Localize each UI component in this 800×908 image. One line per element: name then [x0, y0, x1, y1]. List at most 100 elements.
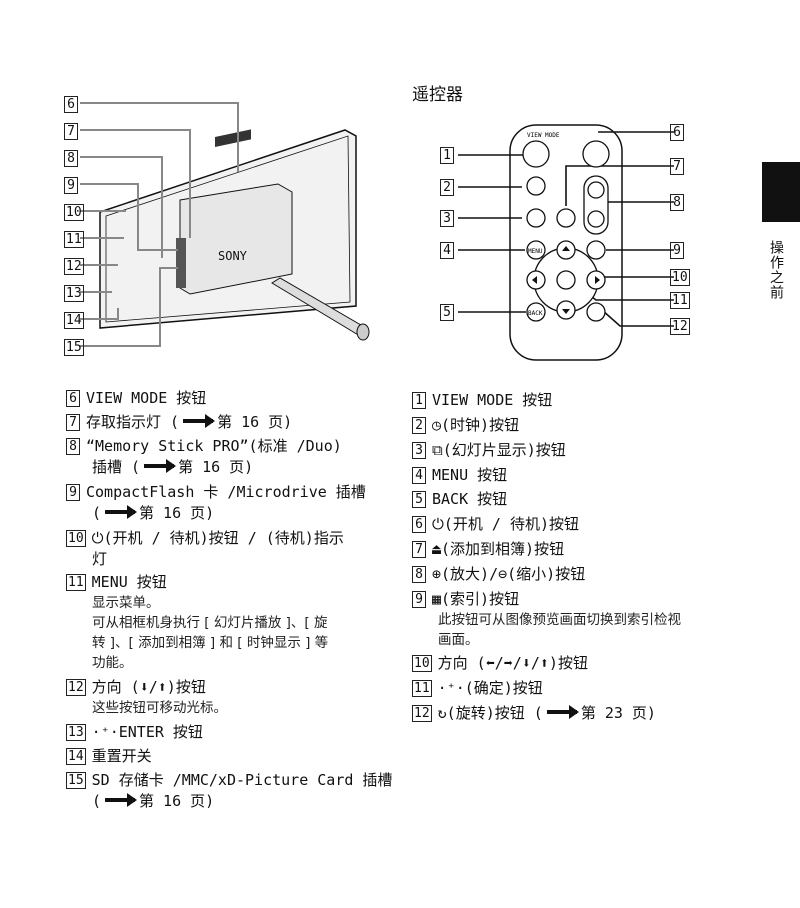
item-number: 3 [412, 442, 426, 459]
item-number: 6 [66, 390, 80, 407]
item-title: 方向 (⬅/➡/⬇/⬆)按钮 [437, 654, 588, 672]
frame-callout: 12 [64, 258, 84, 275]
remote-callout: 11 [670, 292, 690, 309]
remote-item-enter: 11 ·⁺·(确定)按钮 [412, 678, 543, 699]
remote-item-direction: 10 方向 (⬅/➡/⬇/⬆)按钮 [412, 653, 588, 674]
frame-item-ms-slot: 8 “Memory Stick PRO”(标准 /Duo) 插槽 ( 第 16 页) [66, 436, 342, 478]
remote-callout: 3 [440, 210, 454, 227]
remote-callout: 12 [670, 318, 690, 335]
remote-item-rotate: 12↻(旋转)按钮 (第 23 页) [412, 703, 656, 724]
item-title: ·⁺·(确定)按钮 [437, 679, 543, 697]
item-page-ref: 第 16 页) [178, 458, 254, 476]
item-title: MENU 按钮 [432, 466, 508, 484]
item-number: 6 [412, 516, 426, 533]
item-title-line2: ( [92, 792, 102, 810]
remote-callout: 2 [440, 179, 454, 196]
item-number: 7 [412, 541, 426, 558]
frame-callout: 11 [64, 231, 84, 248]
item-page-ref: 第 16 页) [217, 413, 293, 431]
item-title: VIEW MODE 按钮 [86, 389, 207, 407]
item-title: BACK 按钮 [432, 490, 508, 508]
frame-callout: 9 [64, 177, 78, 194]
item-number: 10 [66, 530, 86, 547]
photo-frame-diagram: SONY [80, 102, 370, 347]
item-number: 8 [66, 438, 80, 455]
remote-callout: 1 [440, 147, 454, 164]
section-tab-marker [762, 162, 800, 222]
item-desc-line: 此按钮可从图像预览画面切换到索引检视 [438, 612, 681, 628]
item-number: 12 [412, 705, 432, 722]
item-title: CompactFlash 卡 /Microdrive 插槽 [86, 483, 366, 501]
item-title: “Memory Stick PRO”(标准 /Duo) [86, 437, 342, 455]
section-tab-label: 操作之前 [768, 240, 784, 300]
item-title: ⏏(添加到相簿)按钮 [432, 540, 565, 558]
remote-callout: 8 [670, 194, 684, 211]
frame-callout: 14 [64, 312, 84, 329]
frame-item-view-mode: 6 VIEW MODE 按钮 [66, 388, 206, 409]
item-page-ref: 第 23 页) [580, 704, 656, 722]
page-ref-arrow-icon [183, 414, 216, 428]
item-number: 9 [66, 484, 80, 501]
item-desc-line: 显示菜单。 [92, 595, 160, 611]
item-desc-line: 转 ]、[ 添加到相簿 ] 和 [ 时钟显示 ] 等 [92, 635, 329, 651]
frame-item-enter: 13 ·⁺·ENTER 按钮 [66, 722, 203, 743]
remote-control-diagram: VIEW MODE MENU BACK [458, 124, 674, 361]
item-number: 7 [66, 414, 80, 431]
item-desc-line: 功能。 [92, 655, 133, 671]
remote-section-title: 遥控器 [412, 85, 463, 105]
item-title: ·⁺·ENTER 按钮 [91, 723, 203, 741]
item-title-line2: 插槽 ( [92, 458, 141, 476]
frame-callout: 15 [64, 339, 84, 356]
remote-callout: 7 [670, 158, 684, 175]
item-title: ⧉(幻灯片显示)按钮 [432, 441, 566, 459]
page-ref-arrow-icon [144, 459, 177, 473]
remote-item-index: 9▦(索引)按钮 此按钮可从图像预览画面切换到索引检视 画面。 [412, 589, 681, 650]
menu-key-label: MENU [528, 248, 543, 255]
frame-callout: 13 [64, 285, 84, 302]
item-number: 2 [412, 417, 426, 434]
item-title: SD 存储卡 /MMC/xD-Picture Card 插槽 [91, 771, 393, 789]
page-ref-arrow-icon [105, 793, 138, 807]
item-title: ⏻(开机 / 待机)按钮 [432, 515, 580, 533]
item-title: 重置开关 [91, 747, 152, 765]
remote-callout: 6 [670, 124, 684, 141]
item-title: ⏻(开机 / 待机)按钮 / (待机)指示 [91, 529, 344, 547]
remote-item-zoom: 8⊕(放大)/⊖(缩小)按钮 [412, 564, 585, 585]
item-title: 存取指示灯 ( [86, 413, 180, 431]
item-title-line2: 灯 [92, 550, 108, 568]
item-number: 13 [66, 724, 86, 741]
frame-item-reset: 14 重置开关 [66, 746, 152, 767]
item-title-line2: ( [92, 504, 102, 522]
item-number: 10 [412, 655, 432, 672]
frame-brand: SONY [218, 249, 248, 263]
item-desc-line: 这些按钮可移动光标。 [92, 700, 227, 716]
item-number: 11 [66, 574, 86, 591]
item-number: 12 [66, 679, 86, 696]
item-title: VIEW MODE 按钮 [432, 391, 553, 409]
remote-item-add-album: 7 ⏏(添加到相簿)按钮 [412, 539, 564, 560]
item-number: 5 [412, 491, 426, 508]
item-page-ref: 第 16 页) [139, 504, 215, 522]
frame-callout: 7 [64, 123, 78, 140]
item-title: ▦(索引)按钮 [432, 590, 520, 608]
item-page-ref: 第 16 页) [139, 792, 215, 810]
remote-item-power: 6 ⏻(开机 / 待机)按钮 [412, 514, 579, 535]
item-title: ◷(时钟)按钮 [432, 416, 520, 434]
item-desc-line: 画面。 [438, 632, 479, 648]
frame-callout: 10 [64, 204, 84, 221]
remote-callout: 10 [670, 269, 690, 286]
view-mode-label: VIEW MODE [527, 132, 560, 139]
item-number: 14 [66, 748, 86, 765]
back-key-label: BACK [528, 310, 543, 317]
frame-item-sd-slot: 15 SD 存储卡 /MMC/xD-Picture Card 插槽 ( 第 16 页… [66, 770, 392, 812]
frame-callout: 8 [64, 150, 78, 167]
item-title: 方向 (⬇/⬆)按钮 [91, 678, 206, 696]
item-number: 1 [412, 392, 426, 409]
item-title: ⊕(放大)/⊖(缩小)按钮 [432, 565, 586, 583]
page-ref-arrow-icon [105, 505, 138, 519]
item-number: 15 [66, 772, 86, 789]
item-number: 11 [412, 680, 432, 697]
remote-item-slideshow: 3 ⧉(幻灯片显示)按钮 [412, 440, 566, 461]
frame-callout: 6 [64, 96, 78, 113]
